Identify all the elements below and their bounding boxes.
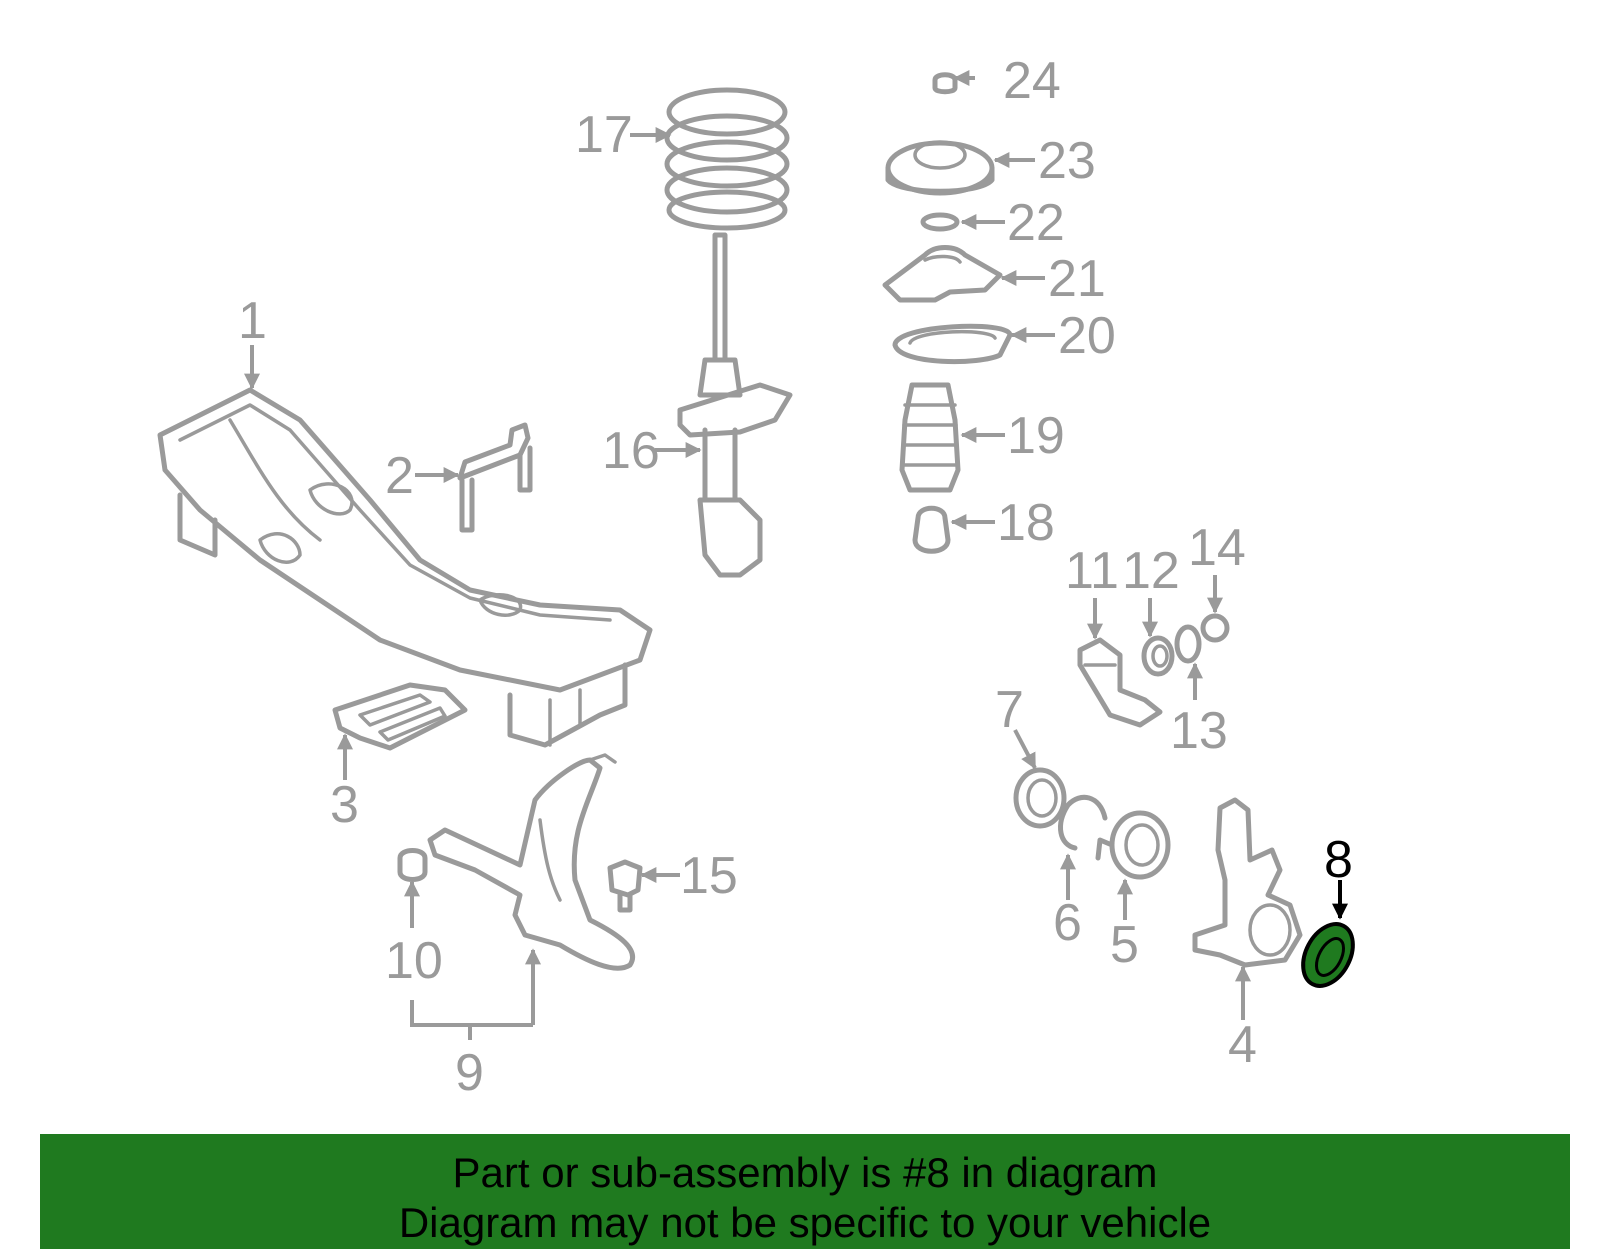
cap-part <box>1200 613 1230 643</box>
steering-knuckle-part <box>1192 797 1303 968</box>
wheel-bearing-part <box>1095 810 1171 880</box>
callout-8: 8 <box>1324 831 1353 889</box>
callout-5: 5 <box>1110 916 1139 974</box>
bearing-plate-part <box>885 140 995 196</box>
callout-15: 15 <box>680 847 738 905</box>
ball-joint-part <box>607 859 643 913</box>
spring-seat-part <box>892 323 1013 365</box>
callout-9: 9 <box>455 1044 484 1102</box>
snap-ring-part <box>1058 794 1108 851</box>
bushing-ring-part <box>1141 635 1175 677</box>
callout-18: 18 <box>997 494 1055 552</box>
coil-spring-part <box>664 87 790 231</box>
stabilizer-bracket-part <box>1077 637 1163 728</box>
info-banner: Part or sub-assembly is #8 in diagram Di… <box>40 1134 1570 1249</box>
crossmember-part <box>157 387 653 748</box>
leader-lines <box>244 70 1348 1040</box>
callout-22: 22 <box>1007 194 1065 252</box>
callout-20: 20 <box>1058 307 1116 365</box>
seal-part <box>1013 767 1067 829</box>
retaining-ring-part <box>1174 624 1202 664</box>
control-arm-part <box>427 753 635 971</box>
callout-12: 12 <box>1122 542 1180 600</box>
callout-17: 17 <box>575 106 633 164</box>
banner-line-2: Diagram may not be specific to your vehi… <box>398 1199 1212 1246</box>
callout-24: 24 <box>1003 52 1061 110</box>
callout-6: 6 <box>1053 894 1082 952</box>
callout-2: 2 <box>385 447 414 505</box>
callout-21: 21 <box>1048 250 1106 308</box>
strut-part <box>677 232 793 578</box>
callout-16: 16 <box>602 422 660 480</box>
highlighted-seal-part <box>1301 922 1355 988</box>
upper-mount-part <box>882 245 1003 303</box>
bracket-part <box>457 422 533 533</box>
callout-14: 14 <box>1188 519 1246 577</box>
callout-13: 13 <box>1170 702 1228 760</box>
callout-3: 3 <box>330 776 359 834</box>
callout-19: 19 <box>1007 407 1065 465</box>
nut-part <box>932 72 958 95</box>
banner-line-1: Part or sub-assembly is #8 in diagram <box>452 1149 1158 1196</box>
plate-part <box>332 682 468 751</box>
callout-7: 7 <box>995 681 1024 739</box>
callout-numbers: 1 2 3 4 5 6 7 8 9 10 11 12 13 14 15 16 1… <box>238 52 1353 1102</box>
dust-boot-part <box>899 382 961 493</box>
bump-stop-part <box>912 505 951 554</box>
callout-11: 11 <box>1065 542 1119 600</box>
callout-1: 1 <box>238 292 267 350</box>
callout-4: 4 <box>1228 1016 1257 1074</box>
bushing-part <box>397 848 428 882</box>
washer-part <box>920 212 960 232</box>
callout-23: 23 <box>1038 132 1096 190</box>
callout-10: 10 <box>385 932 443 990</box>
